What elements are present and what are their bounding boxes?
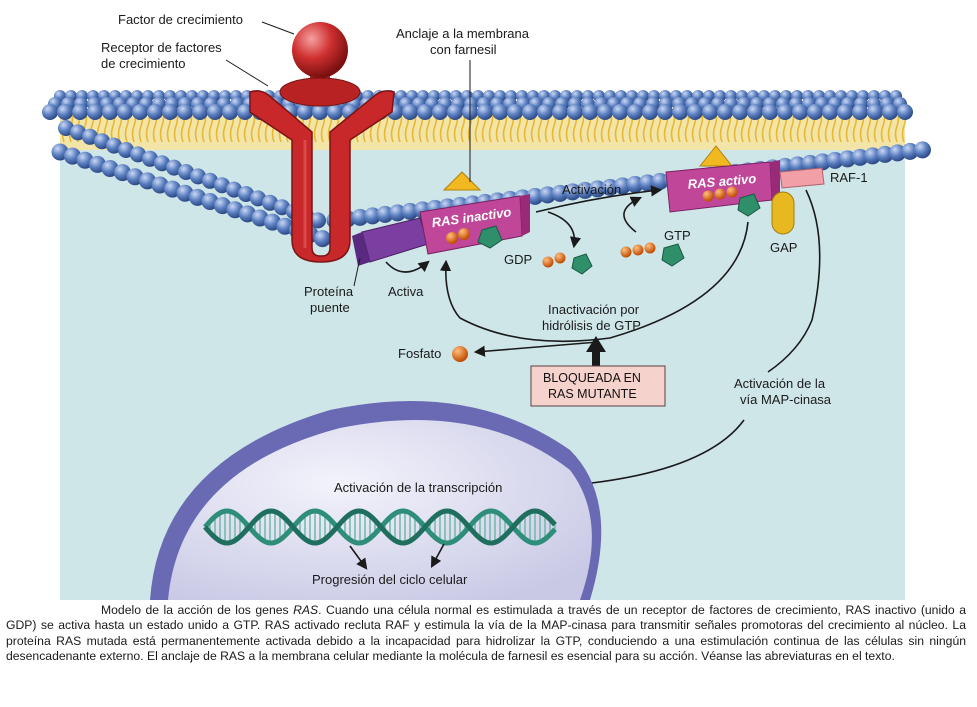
blocked-text-1: BLOQUEADA EN xyxy=(543,371,641,385)
caption-body: . Cuando una célula normal es estimulada… xyxy=(6,603,966,664)
dna-double-helix xyxy=(203,508,557,546)
label-receptor-1: Receptor de factores xyxy=(101,40,222,55)
caption-intro: Modelo de la acción de los genes xyxy=(101,603,294,617)
label-map-1: Activación de la xyxy=(734,376,826,391)
growth-factor-receptor xyxy=(249,90,395,263)
label-activates: Activa xyxy=(388,284,424,299)
bridge-protein xyxy=(352,217,429,266)
label-cell-cycle: Progresión del ciclo celular xyxy=(312,572,468,587)
label-inactivation-2: hidrólisis de GTP xyxy=(542,318,641,333)
cell-cycle-arrows xyxy=(349,543,445,570)
label-phosphate: Fosfato xyxy=(398,346,441,361)
label-transcription: Activación de la transcripción xyxy=(334,480,502,495)
ras-pathway-diagram: Factor de crecimiento Receptor de factor… xyxy=(42,12,931,600)
figure-caption: Modelo de la acción de los genes RAS. Cu… xyxy=(6,603,966,665)
label-growth-factor: Factor de crecimiento xyxy=(118,12,243,27)
label-map-2: vía MAP-cinasa xyxy=(740,392,832,407)
label-gdp: GDP xyxy=(504,252,532,267)
label-bridge-1: Proteína xyxy=(304,284,354,299)
phosphate-ball xyxy=(452,346,468,362)
label-gap: GAP xyxy=(770,240,797,255)
diagram-canvas: Factor de crecimiento Receptor de factor… xyxy=(42,12,931,600)
raf1-protein xyxy=(779,167,825,189)
label-activation: Activación xyxy=(562,182,621,197)
ras-active-protein xyxy=(665,145,780,217)
label-anchor-1: Anclaje a la membrana xyxy=(396,26,530,41)
growth-factor xyxy=(279,22,361,107)
free-gtp xyxy=(620,242,685,267)
label-inactivation-1: Inactivación por xyxy=(548,302,640,317)
label-bridge-2: puente xyxy=(310,300,350,315)
label-anchor-2: con farnesil xyxy=(430,42,497,57)
label-raf1: RAF-1 xyxy=(830,170,868,185)
label-receptor-2: de crecimiento xyxy=(101,56,186,71)
caption-gene: RAS xyxy=(293,603,319,617)
nucleus xyxy=(150,401,602,600)
blocked-box xyxy=(530,365,666,407)
label-ras-active: RAS activo xyxy=(687,171,757,192)
blocked-text-2: RAS MUTANTE xyxy=(548,387,637,401)
label-gtp: GTP xyxy=(664,228,691,243)
ras-inactive-gdp xyxy=(446,225,503,249)
free-gdp xyxy=(542,252,593,275)
blocked-arrow xyxy=(586,336,606,366)
gap-protein xyxy=(771,191,795,235)
